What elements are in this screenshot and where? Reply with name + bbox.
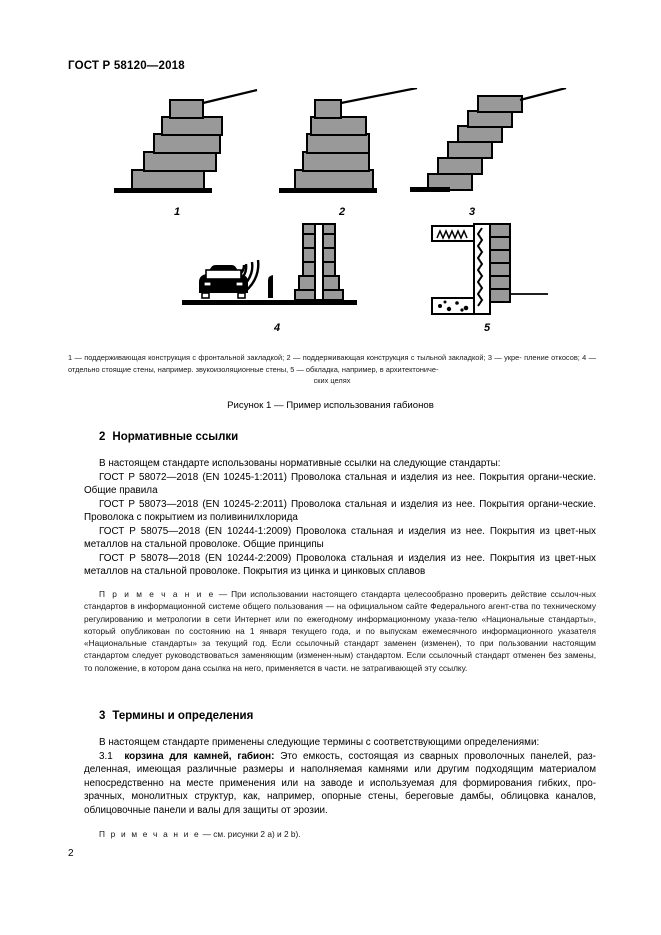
figure-caption-line-2: пление откосов; 4 — отдельно стоящие сте… [68, 353, 596, 374]
figure-label-1: 1 [173, 206, 181, 218]
section-3-note: П р и м е ч а н и е — см. рисунки 2 a) и… [84, 828, 596, 840]
reference-item: ГОСТ Р 58072—2018 (EN 10245-1:2011) Пров… [84, 471, 596, 497]
reference-item: ГОСТ Р 58078—2018 (EN 10244-2:2009) Пров… [84, 552, 596, 578]
figure-caption: 1 — поддерживающая конструкция с фронтал… [68, 352, 596, 387]
note-text: — см. рисунки 2 a) и 2 b). [202, 829, 301, 839]
figure-label-4: 4 [273, 322, 281, 334]
term-number: 3.1 [99, 750, 113, 762]
figure-label-5: 5 [483, 322, 491, 334]
section-3-intro: В настоящем стандарте применены следующи… [99, 737, 540, 748]
section-3-title: Термины и определения [112, 710, 254, 722]
section-3-body: В настоящем стандарте применены следующи… [84, 736, 596, 817]
section-2-title: Нормативные ссылки [112, 431, 239, 443]
term-name: корзина для камней, габион: [124, 750, 275, 762]
section-3-heading: 3 Термины и определения [99, 710, 253, 722]
figure-1-illustration: 1 2 3 [62, 88, 602, 346]
reference-item: ГОСТ Р 58075—2018 (EN 10244-1:2009) Пров… [84, 525, 596, 551]
figure-caption-line-3: ских целях [313, 376, 351, 386]
figure-label-2: 2 [338, 206, 346, 218]
note-label: П р и м е ч а н и е [99, 829, 201, 839]
diagram-slope-reinforcement [410, 88, 567, 192]
section-2-body: В настоящем стандарте использованы норма… [84, 457, 596, 579]
diagram-supporting-structure-back-fill [279, 88, 418, 193]
reference-item: ГОСТ Р 58073—2018 (EN 10245-2:2011) Пров… [84, 498, 596, 524]
term-definition-entry: 3.1 корзина для камней, габион: Это емко… [84, 750, 596, 818]
section-2-heading: 2 Нормативные ссылки [99, 431, 238, 443]
section-2-number: 2 [99, 431, 106, 443]
figure-title: Рисунок 1 — Пример использования габионо… [227, 400, 434, 411]
page-header-standard-code: ГОСТ Р 58120—2018 [68, 60, 185, 72]
figure-caption-line-1: 1 — поддерживающая конструкция с фронтал… [68, 353, 522, 362]
note-text: — При использовании настоящего стандарта… [84, 589, 596, 673]
section-2-note: П р и м е ч а н и е — При использовании … [84, 588, 596, 674]
page-number: 2 [68, 848, 74, 859]
diagram-architectural-cladding [431, 223, 548, 315]
diagram-free-standing-noise-wall [182, 223, 357, 305]
note-label: П р и м е ч а н и е [99, 589, 215, 599]
term-definition-text: Это емкость, состоящая из сварных провол… [84, 750, 596, 816]
figure-label-3: 3 [468, 206, 476, 218]
section-3-number: 3 [99, 710, 106, 722]
section-2-intro: В настоящем стандарте использованы норма… [99, 458, 501, 469]
diagram-supporting-structure-front-fill [114, 88, 258, 193]
